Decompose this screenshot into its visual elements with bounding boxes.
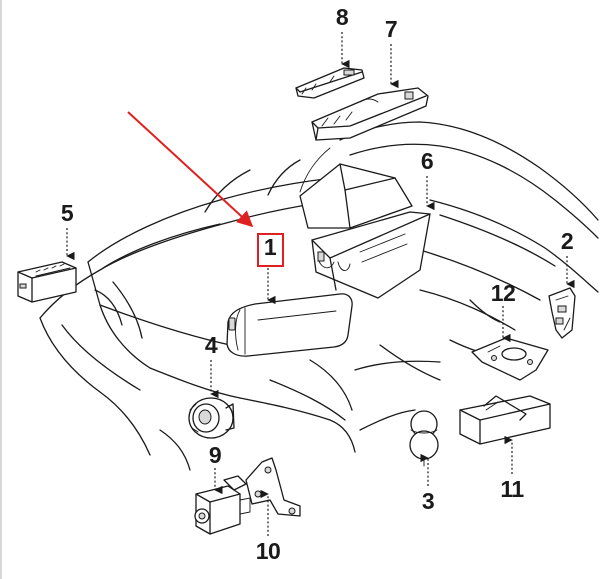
callout-1-highlight-box	[257, 233, 284, 267]
part-2-drawing	[548, 287, 576, 339]
red-pointer-arrow	[127, 111, 254, 228]
callout-8[interactable]: 8	[335, 4, 349, 30]
callout-3[interactable]: 3	[421, 488, 435, 514]
part-6-drawing	[299, 163, 431, 299]
part-10-drawing	[245, 457, 301, 517]
part-1-drawing	[226, 293, 353, 357]
callout-6[interactable]: 6	[420, 148, 434, 174]
part-9-drawing	[194, 475, 251, 535]
part-12-drawing	[471, 337, 549, 381]
callout-5[interactable]: 5	[60, 200, 74, 226]
callout-1[interactable]: 1	[263, 234, 277, 260]
callout-2[interactable]: 2	[560, 228, 574, 254]
callout-10[interactable]: 10	[255, 538, 281, 564]
callout-4[interactable]: 4	[204, 332, 218, 358]
callout-12[interactable]: 12	[490, 280, 516, 306]
part-5-drawing	[17, 261, 77, 303]
callout-7[interactable]: 7	[384, 16, 398, 42]
part-4-drawing	[188, 397, 235, 439]
part-8-drawing	[295, 67, 365, 99]
leader-lines	[66, 32, 575, 536]
part-7-drawing	[311, 87, 429, 141]
part-11-drawing	[459, 395, 551, 445]
callout-9[interactable]: 9	[208, 442, 222, 468]
callout-11[interactable]: 11	[500, 476, 524, 502]
part-3-drawing	[409, 410, 439, 467]
